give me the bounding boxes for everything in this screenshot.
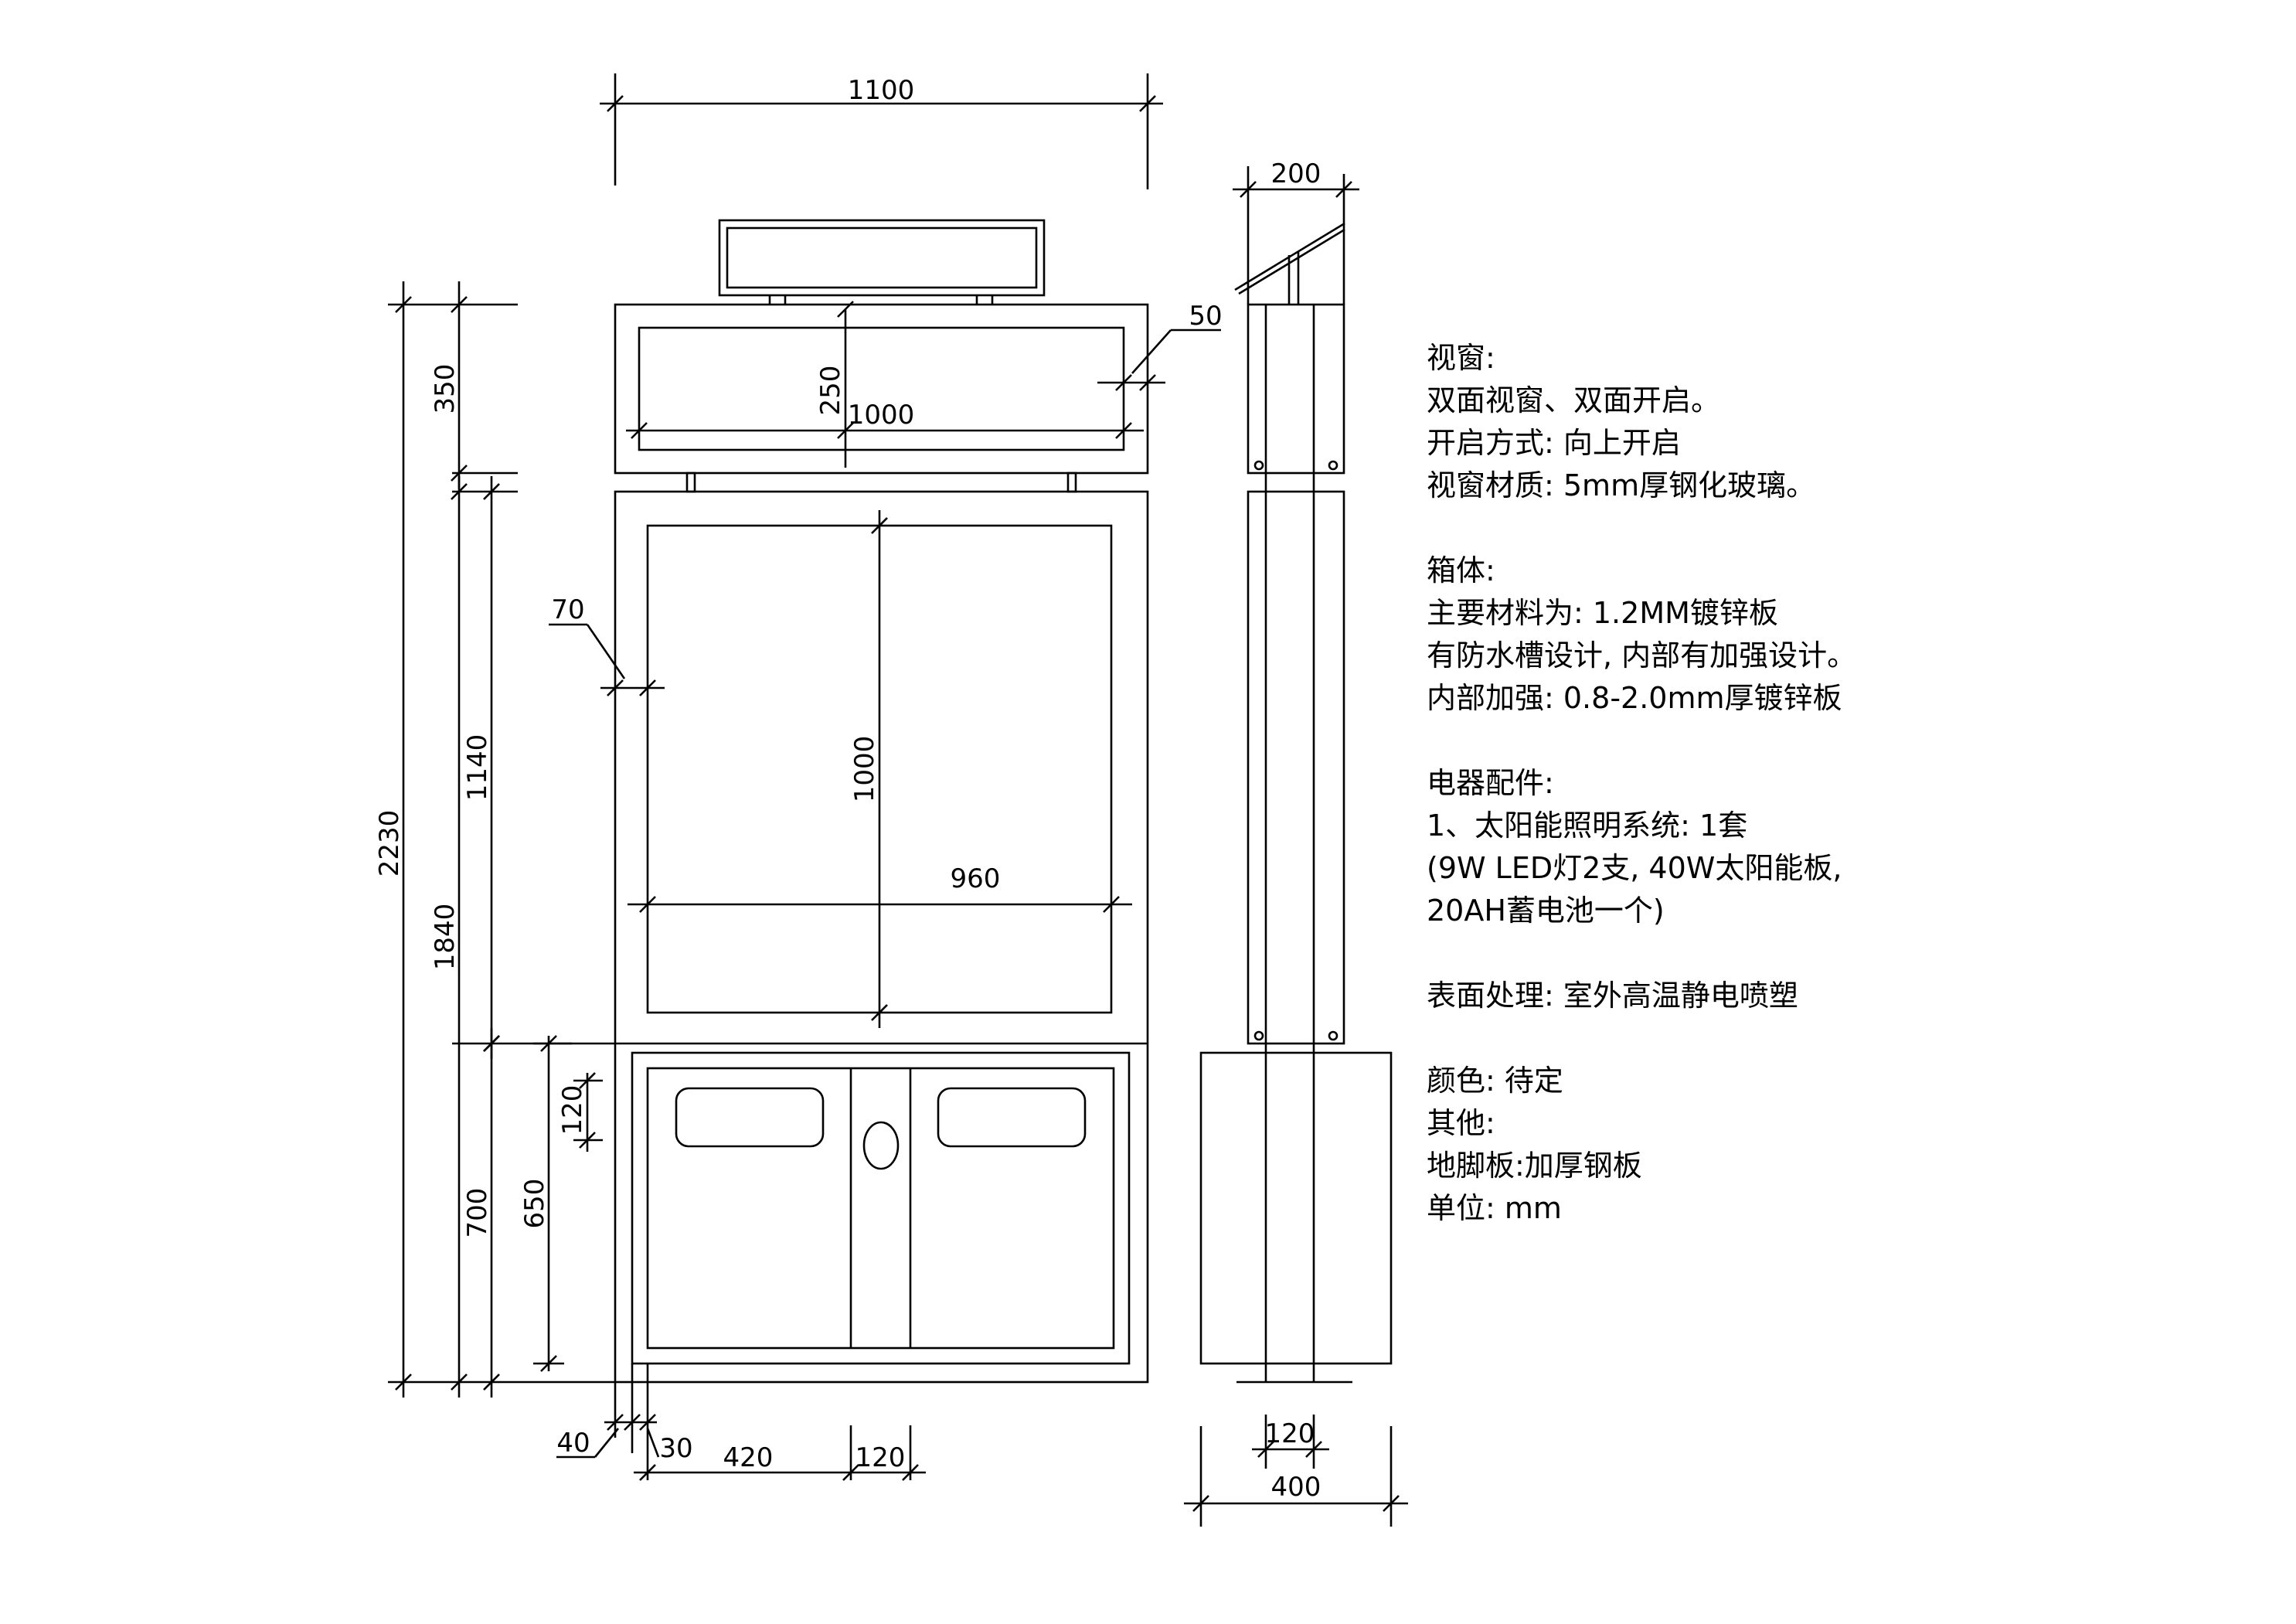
dim-cabinet-height: 1840 — [430, 904, 461, 971]
top-box-frame — [614, 303, 1149, 475]
top-box-connector-left — [685, 472, 696, 493]
bin-lock-icon — [862, 1121, 900, 1170]
dim-display-height: 1000 — [849, 736, 880, 803]
dim-overall-height: 2230 — [374, 810, 405, 877]
dim-upper-cabinet-height: 1140 — [462, 734, 493, 802]
dim-door-inset: 70 — [551, 594, 584, 625]
dim-base-width: 400 — [1271, 1472, 1321, 1503]
solar-light-box-inner — [726, 226, 1038, 289]
spec-notes: 视窗: 双面视窗、双面开启。 开启方式: 向上开启 视窗材质: 5mm厚钢化玻璃… — [1427, 337, 2199, 1272]
note-surface: 表面处理: 室外高温静电喷塑 — [1427, 975, 2199, 1017]
side-cabinet — [1247, 490, 1345, 1045]
cabinet-frame — [614, 490, 1149, 1384]
note-line: 主要材料为: 1.2MM镀锌板 — [1427, 596, 1778, 630]
note-line: 视窗材质: 5mm厚钢化玻璃。 — [1427, 468, 1816, 502]
front-view: 1100 250 1000 50 2230 — [374, 73, 1223, 1481]
dim-base-inset: 30 — [659, 1433, 692, 1464]
note-line: 1、太阳能照明系统: 1套 — [1427, 809, 1748, 843]
dim-bin-door-width: 420 — [723, 1442, 774, 1473]
dim-display-width: 960 — [951, 863, 1001, 894]
note-line: 开启方式: 向上开启 — [1427, 426, 1681, 460]
note-line: 电器配件: — [1427, 766, 1554, 800]
dim-window-width: 1000 — [848, 400, 915, 431]
solar-light-box-outer — [718, 219, 1046, 297]
dim-frame-offset: 50 — [1189, 301, 1222, 332]
side-top-box — [1247, 303, 1345, 475]
note-line: 地脚板:加厚钢板 — [1427, 1149, 1642, 1183]
dim-post-width: 120 — [1265, 1418, 1315, 1449]
note-line: 有防水槽设计, 内部有加强设计。 — [1427, 638, 1857, 672]
note-line: 表面处理: 室外高温静电喷塑 — [1427, 979, 1798, 1013]
note-other: 颜色: 待定 其他: 地脚板:加厚钢板 单位: mm — [1427, 1060, 2199, 1230]
note-line: 双面视窗、双面开启。 — [1427, 383, 1721, 417]
dim-base-left: 40 — [556, 1428, 590, 1459]
dim-lower-cabinet-height: 700 — [462, 1188, 493, 1238]
dim-center-gap: 120 — [855, 1442, 906, 1473]
dim-window-height: 250 — [815, 366, 846, 416]
note-cabinet: 箱体: 主要材料为: 1.2MM镀锌板 有防水槽设计, 内部有加强设计。 内部加… — [1427, 550, 2199, 720]
dim-overall-width: 1100 — [848, 75, 915, 106]
top-window — [638, 326, 1125, 451]
note-line: 单位: mm — [1427, 1191, 1562, 1225]
note-line: 视窗: — [1427, 341, 1495, 375]
note-line: 20AH蓄电池一个) — [1427, 894, 1665, 928]
bin-opening-right — [937, 1087, 1087, 1148]
bin-section-inner — [646, 1067, 1115, 1350]
dim-bin-height: 650 — [519, 1179, 550, 1229]
note-electrical: 电器配件: 1、太阳能照明系统: 1套 (9W LED灯2支, 40W太阳能板,… — [1427, 762, 2199, 932]
note-line: 其他: — [1427, 1106, 1495, 1140]
top-box-connector-right — [1066, 472, 1077, 493]
side-view: 200 120 400 — [1184, 158, 1408, 1527]
side-bin — [1199, 1051, 1393, 1365]
note-line: 颜色: 待定 — [1427, 1064, 1563, 1098]
bin-opening-left — [675, 1087, 825, 1148]
note-line: (9W LED灯2支, 40W太阳能板, — [1427, 851, 1842, 885]
dim-bin-opening-height: 120 — [557, 1085, 588, 1135]
note-line: 内部加强: 0.8-2.0mm厚镀锌板 — [1427, 681, 1842, 715]
dim-top-box-height: 350 — [430, 364, 461, 414]
bin-section-outer — [631, 1051, 1131, 1365]
note-line: 箱体: — [1427, 553, 1495, 587]
dim-top-width: 200 — [1271, 158, 1321, 189]
note-window: 视窗: 双面视窗、双面开启。 开启方式: 向上开启 视窗材质: 5mm厚钢化玻璃… — [1427, 337, 2199, 507]
